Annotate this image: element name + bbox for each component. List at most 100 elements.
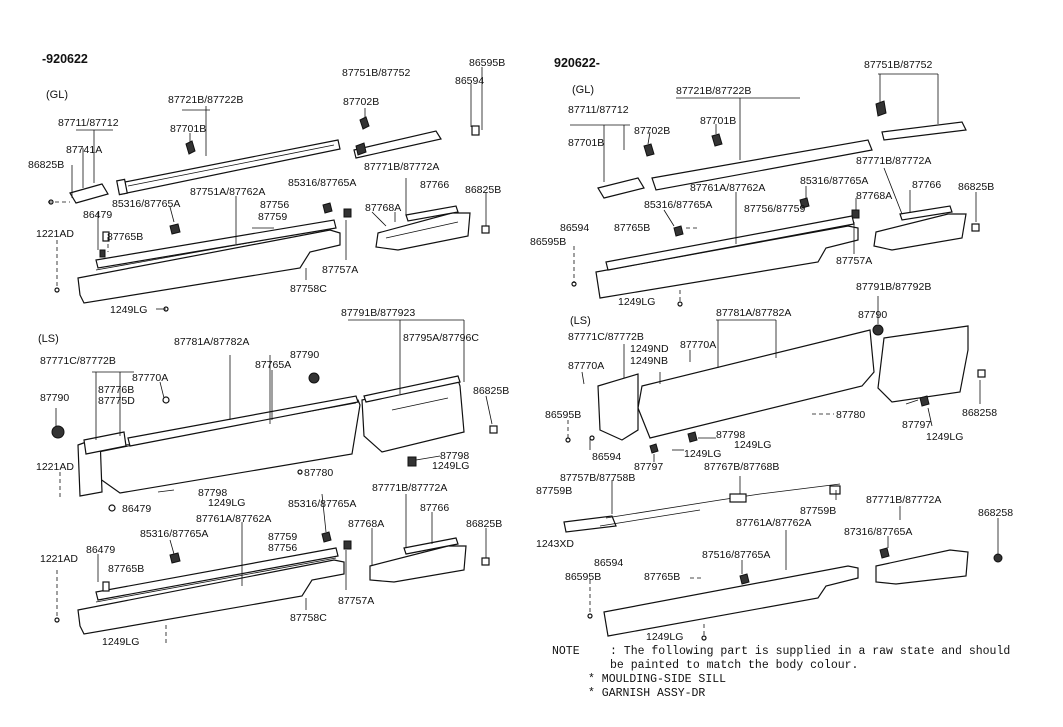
label-87756-2: 87756 <box>268 542 297 554</box>
label-r-87770a: 87770A <box>680 339 716 351</box>
label-1249lg-2: 1249LG <box>432 460 469 472</box>
label-87761a-87762a: 87761A/87762A <box>196 513 271 525</box>
side-sill-moulding-ls-r <box>603 565 859 637</box>
right-ls-sill-labels: 87767B/87768B 87757B/87758B 87759B 87759… <box>536 461 1013 643</box>
label-r-1249nb: 1249NB <box>630 355 668 367</box>
right-ls-sill-parts <box>563 483 1003 641</box>
left-ls-labels: 87791B/877923 87781A/87782A 87790 87795A… <box>36 307 509 515</box>
label-r-86594-2: 86594 <box>592 451 621 463</box>
label-r-87757b-87758b: 87757B/87758B <box>560 472 635 484</box>
label-85316-87765a: 85316/87765A <box>288 177 356 189</box>
label-r-86595b-2: 86595B <box>545 409 581 421</box>
label-r-87751b-87752: 87751B/87752 <box>864 59 932 71</box>
label-87759: 87759 <box>258 211 287 223</box>
right-gl-leaders <box>570 73 977 303</box>
label-r-87516-87765a: 87516/87765A <box>702 549 770 561</box>
label-87781a-87782a: 87781A/87782A <box>174 336 249 348</box>
label-87798-2: 87798 <box>198 487 227 499</box>
label-r-87798: 87798 <box>716 429 745 441</box>
label-86825b: 86825B <box>28 159 64 171</box>
label-r-87770a-2: 87770A <box>568 360 604 372</box>
rear-garnish-ls-r <box>875 549 969 585</box>
label-r-87781a-87782a: 87781A/87782A <box>716 307 791 319</box>
label-r-87759b: 87759B <box>536 485 572 497</box>
label-86825b-2: 86825B <box>465 184 501 196</box>
label-r-1249lg: 1249LG <box>618 296 655 308</box>
left-ls-parts <box>51 372 498 512</box>
right-ls-parts <box>565 324 986 454</box>
label-r-87756-87759: 87756/87759 <box>744 203 805 215</box>
label-87757a: 87757A <box>322 264 358 276</box>
note-row: NOTE : The following part is supplied in… <box>552 645 1022 673</box>
left-gl-leaders <box>48 67 487 310</box>
label-r-86825b-3: 868258 <box>978 507 1013 519</box>
label-87758c: 87758C <box>290 283 327 295</box>
label-87791b-877923: 87791B/877923 <box>341 307 415 319</box>
label-r-87768a: 87768A <box>856 190 892 202</box>
front-moulding <box>69 183 109 204</box>
left-gl-parts <box>48 116 490 312</box>
label-87765b-2: 87765B <box>108 563 144 575</box>
label-87756: 87756 <box>260 199 289 211</box>
note-block: NOTE : The following part is supplied in… <box>552 645 1022 701</box>
label-86479-3: 86479 <box>86 544 115 556</box>
label-r-85316-87765a: 85316/87765A <box>800 175 868 187</box>
label-r-87757a: 87757A <box>836 255 872 267</box>
rear-garnish-r <box>873 213 967 251</box>
label-86595b: 86595B <box>469 57 505 69</box>
left-ls-sill-parts <box>54 531 490 635</box>
rear-door-moulding-r <box>881 121 967 141</box>
label-87775d: 87775D <box>98 395 135 407</box>
label-87776b: 87776B <box>98 384 134 396</box>
label-r-1249lg-4: 1249LG <box>684 448 721 460</box>
label-r-87761a-87762a: 87761A/87762A <box>690 182 765 194</box>
label-r-86594: 86594 <box>560 222 589 234</box>
left-section-gl: (GL) <box>46 89 68 101</box>
label-r-86825b-2: 868258 <box>962 407 997 419</box>
side-sill-moulding-r <box>595 225 859 299</box>
label-r-87701b-2: 87701B <box>568 137 604 149</box>
rear-door-garnish-r <box>877 325 969 403</box>
label-86825b-3: 86825B <box>473 385 509 397</box>
right-gl-labels: 87751B/87752 87721B/87722B 87711/87712 8… <box>530 59 994 308</box>
label-1249lg: 1249LG <box>110 304 147 316</box>
right-section-ls: (LS) <box>570 315 591 327</box>
note-item-moulding: * MOULDING-SIDE SILL <box>588 673 727 686</box>
left-ls-leaders <box>55 319 493 497</box>
right-gl-parts <box>571 100 980 307</box>
label-87757a-2: 87757A <box>338 595 374 607</box>
label-87741a: 87741A <box>66 144 102 156</box>
label-87721b-87722b: 87721B/87722B <box>168 94 243 106</box>
left-gl-labels: 86595B 86594 87751B/87752 87702B 87721B/… <box>28 57 505 316</box>
garnish-end-piece-r <box>597 373 639 441</box>
label-86479: 86479 <box>83 209 112 221</box>
label-86594: 86594 <box>455 75 484 87</box>
front-door-garnish-r <box>637 329 875 439</box>
label-87758c-2: 87758C <box>290 612 327 624</box>
side-sill-moulding-ls <box>77 559 345 635</box>
label-r-87721b-87722b: 87721B/87722B <box>676 85 751 97</box>
label-r-87759b-2: 87759B <box>800 505 836 517</box>
label-87766-2: 87766 <box>420 502 449 514</box>
label-r-1249lg-2: 1249LG <box>926 431 963 443</box>
label-85316-87765a-4: 85316/87765A <box>288 498 356 510</box>
label-r-87765b: 87765B <box>614 222 650 234</box>
label-1221ad: 1221AD <box>36 228 74 240</box>
label-85316-87765a-2: 85316/87765A <box>112 198 180 210</box>
label-87768a: 87768A <box>365 202 401 214</box>
label-r-1249lg-5: 1249LG <box>646 631 683 643</box>
label-r-86825b: 86825B <box>958 181 994 193</box>
label-r-87701b: 87701B <box>700 115 736 127</box>
right-section-gl: (GL) <box>572 84 594 96</box>
label-r-87771b-87772a: 87771B/87772A <box>856 155 931 167</box>
label-1249lg-4: 1249LG <box>102 636 139 648</box>
label-87765a: 87765A <box>255 359 291 371</box>
right-panel-date: 920622- <box>554 56 600 70</box>
label-r-1249lg-3: 1249LG <box>734 439 771 451</box>
note-text: : The following part is supplied in a ra… <box>610 645 1011 672</box>
label-87798: 87798 <box>440 450 469 462</box>
label-r-87791b-87792b: 87791B/87792B <box>856 281 931 293</box>
label-r-1249nd: 1249ND <box>630 343 669 355</box>
label-87780: 87780 <box>304 467 333 479</box>
